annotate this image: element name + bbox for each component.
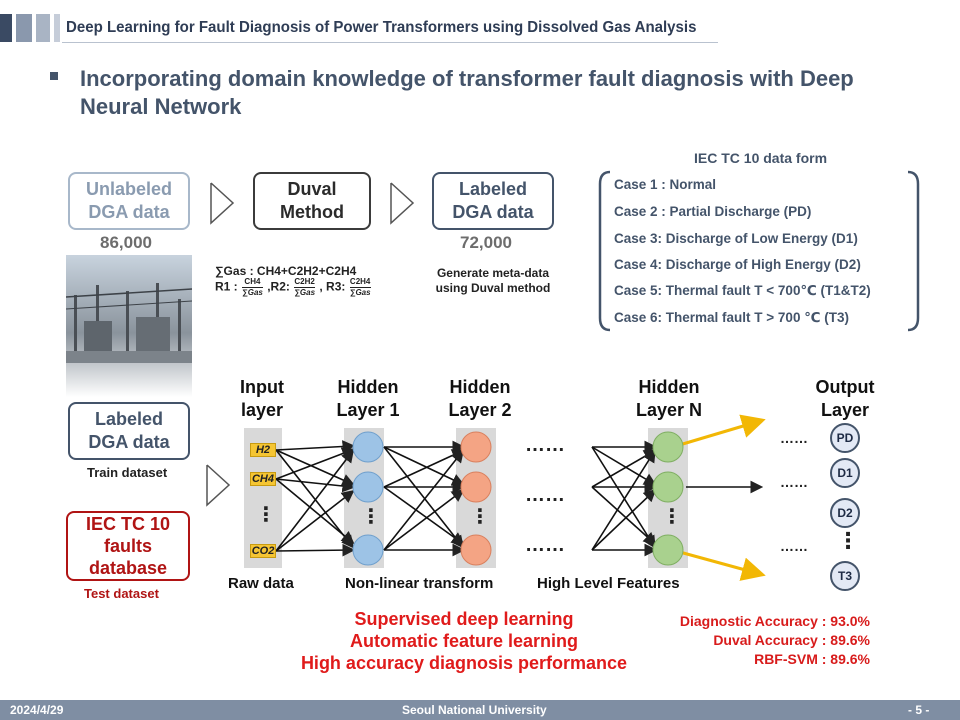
footer-organization: Seoul National University — [402, 703, 547, 717]
footer-page-number: - 5 - — [908, 703, 930, 717]
test-dataset-label: Test dataset — [84, 586, 159, 601]
slide-header-title: Deep Learning for Fault Diagnosis of Pow… — [66, 19, 697, 36]
hidden-layer-2-nodes — [460, 431, 492, 566]
caption-raw-data: Raw data — [228, 575, 294, 592]
right-brace — [907, 170, 920, 332]
r3-numerator: C2H4 — [349, 277, 371, 288]
hiddenn-vdots: ⋮ — [662, 506, 682, 528]
iec-faults-database-box: IEC TC 10 faults database — [66, 511, 190, 581]
output-layer-label: Output Layer — [815, 377, 875, 420]
dots-row-1: …… — [525, 434, 565, 456]
hidden-layer-n-label: Hidden Layer N — [635, 377, 703, 420]
caption-high-level-features: High Level Features — [537, 575, 680, 592]
footer-date: 2024/4/29 — [10, 703, 64, 717]
output-node-d1: D1 — [830, 458, 860, 488]
hidden-layer-1-label: Hidden Layer 1 — [336, 377, 400, 420]
hidden-layer-2-label: Hidden Layer 2 — [448, 377, 512, 420]
output-dots-2: …… — [780, 474, 808, 490]
hidden-layer-1-nodes — [352, 431, 384, 566]
train-labeled-dga-box: Labeled DGA data — [68, 402, 190, 460]
r1-denominator: ∑Gas — [242, 288, 263, 297]
unlabeled-count: 86,000 — [100, 233, 152, 252]
iec-case-3: Case 3: Discharge of Low Energy (D1) — [614, 231, 858, 246]
unlabeled-dga-box: Unlabeled DGA data — [68, 172, 190, 230]
bullet-square-icon — [50, 72, 58, 80]
slide-headline: Incorporating domain knowledge of transf… — [80, 66, 854, 119]
rbf-svm-accuracy: RBF-SVM : 89.6% — [754, 651, 870, 667]
hidden1-vdots: ⋮ — [361, 506, 381, 528]
hidden2-vdots: ⋮ — [470, 506, 490, 528]
dots-row-2: …… — [525, 484, 565, 506]
train-dataset-label: Train dataset — [87, 465, 168, 480]
output-vdots: ⋮ — [837, 528, 859, 553]
substation-photo — [66, 255, 192, 397]
iec-case-6: Case 6: Thermal fault T > 700 ℃ (T3) — [614, 310, 850, 325]
labeled-count: 72,000 — [460, 233, 512, 252]
dots-row-3: …… — [525, 534, 565, 556]
r2-numerator: C2H2 — [294, 277, 316, 288]
gas-sum-formula: ∑Gas : CH4+C2H2+C2H4 — [215, 264, 357, 278]
summary-lines: Supervised deep learning Automatic featu… — [296, 608, 632, 674]
ratio-r1-label: R1 : — [215, 279, 238, 294]
summary-line-2: Automatic feature learning — [349, 631, 579, 651]
header-square-mid — [16, 14, 32, 42]
duval-accuracy: Duval Accuracy : 89.6% — [713, 632, 870, 648]
caption-non-linear-transform: Non-linear transform — [345, 575, 494, 592]
iec-case-5: Case 5: Thermal fault T < 700℃ (T1&T2) — [614, 283, 871, 298]
input-node-co2: CO2 — [250, 544, 276, 558]
output-dots-1: …… — [780, 430, 808, 446]
ratio-formula: R1 : CH4 ∑Gas ,R2: C2H2 ∑Gas , R3: C2H4 … — [215, 277, 372, 298]
summary-line-1: Supervised deep learning — [354, 609, 574, 629]
iec-data-form-title: IEC TC 10 data form — [694, 150, 828, 166]
input-node-ch4: CH4 — [250, 472, 276, 486]
input-layer-label: Input layer — [240, 377, 284, 420]
iec-case-2: Case 2 : Partial Discharge (PD) — [614, 204, 812, 219]
r3-denominator: ∑Gas — [349, 288, 371, 297]
header-square-mid2 — [36, 14, 50, 42]
chevron-right-icon — [206, 464, 231, 507]
footer-bar — [0, 700, 960, 720]
input-node-h2: H2 — [250, 443, 276, 457]
header-square-dark — [0, 14, 12, 42]
duval-method-box: Duval Method — [253, 172, 371, 230]
meta-data-note: Generate meta-data using Duval method — [435, 266, 551, 295]
ratio-r3-label: , R3: — [319, 279, 346, 294]
labeled-dga-box: Labeled DGA data — [432, 172, 554, 230]
chevron-right-icon — [210, 182, 235, 225]
header-divider — [62, 42, 718, 43]
output-node-pd: PD — [830, 423, 860, 453]
header-square-light — [54, 14, 60, 42]
iec-case-4: Case 4: Discharge of High Energy (D2) — [614, 257, 861, 272]
iec-case-1: Case 1 : Normal — [614, 177, 717, 192]
hidden-layer-n-nodes — [652, 431, 684, 566]
diagnostic-accuracy: Diagnostic Accuracy : 93.0% — [679, 613, 870, 629]
output-node-d2: D2 — [830, 498, 860, 528]
summary-line-3: High accuracy diagnosis performance — [300, 653, 628, 673]
r2-denominator: ∑Gas — [294, 288, 316, 297]
r1-numerator: CH4 — [242, 277, 263, 288]
output-node-t3: T3 — [830, 561, 860, 591]
ratio-r2-label: ,R2: — [267, 279, 290, 294]
left-brace — [598, 170, 611, 332]
input-vdots: ⋮ — [256, 504, 276, 526]
output-dots-3: …… — [780, 538, 808, 554]
chevron-right-icon — [390, 182, 415, 225]
